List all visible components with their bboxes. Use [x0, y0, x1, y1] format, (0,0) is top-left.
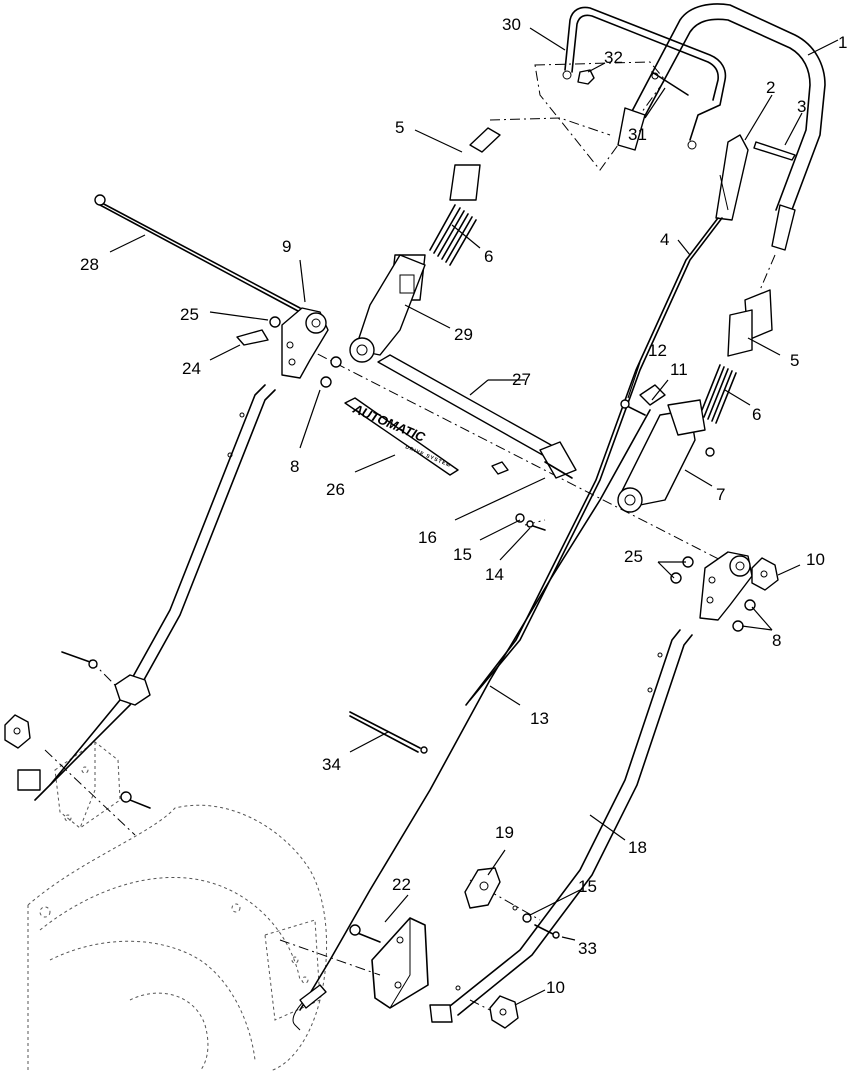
alignment-lines [44, 61, 776, 1021]
callout-4: 4 [660, 230, 669, 249]
control-bail [562, 6, 727, 150]
knob-19 [464, 867, 501, 909]
leader-lines [109, 27, 839, 1006]
bracket-11 [639, 384, 666, 406]
callout-10-lower: 10 [546, 978, 565, 997]
washer-15-center [515, 513, 525, 523]
control-cable [292, 409, 651, 1031]
bolt-33 [534, 924, 560, 939]
pin-31 [651, 71, 689, 96]
washer-15-lower [522, 913, 532, 923]
cable-lever [715, 134, 749, 221]
callout-13: 13 [530, 709, 549, 728]
right-deck-bracket [371, 917, 429, 1009]
callout-labels: 1 2 3 4 5 5 6 6 7 8 8 9 10 10 11 12 13 1… [80, 15, 847, 997]
spring-6-left [429, 204, 477, 266]
callout-25-left: 25 [180, 305, 199, 324]
callout-29: 29 [454, 325, 473, 344]
callout-11: 11 [670, 360, 688, 379]
bracket-left-knob [114, 674, 151, 706]
knob-10-upper [751, 557, 779, 591]
callout-34: 34 [322, 755, 341, 774]
bolt-left-lower [61, 651, 98, 669]
upper-handle [617, 3, 826, 251]
pin-3 [753, 141, 796, 161]
callout-15-center: 15 [453, 545, 472, 564]
left-deck-bracket [54, 741, 121, 829]
callout-6-left: 6 [484, 247, 493, 266]
callout-14: 14 [485, 565, 504, 584]
decal-brand-text: AUTOMATIC [350, 401, 428, 445]
callout-27: 27 [512, 370, 531, 389]
callout-1: 1 [838, 33, 847, 52]
callout-30: 30 [502, 15, 521, 34]
nut-8-left [320, 356, 342, 388]
decal-subtitle-text: DRIVE SYSTEM [404, 444, 452, 469]
spring-6-right [699, 364, 737, 424]
right-lower-tube [429, 629, 693, 1023]
callout-25-right: 25 [624, 547, 643, 566]
clip-24 [236, 329, 269, 346]
upper-right-tube [617, 289, 773, 513]
callout-28: 28 [80, 255, 99, 274]
pin-16 [544, 461, 573, 479]
callout-15-lower: 15 [578, 877, 597, 896]
callout-16: 16 [418, 528, 437, 547]
bolt-22 [349, 924, 381, 943]
callout-7: 7 [716, 485, 725, 504]
drive-cable [465, 217, 723, 706]
bolt-12 [620, 399, 646, 416]
nut-32 [577, 69, 595, 85]
callout-18: 18 [628, 838, 647, 857]
left-bracket-9 [281, 307, 329, 379]
callout-9: 9 [282, 237, 291, 256]
callout-6-right: 6 [752, 405, 761, 424]
crossbar-27 [377, 354, 577, 479]
mower-deck-outline [27, 804, 328, 1071]
callout-5-left: 5 [395, 118, 404, 137]
callout-12: 12 [648, 341, 667, 360]
callout-24: 24 [182, 359, 201, 378]
bolt-25-right [670, 556, 694, 584]
upper-left-tube [349, 127, 501, 363]
callout-26: 26 [326, 480, 345, 499]
rod-28 [94, 194, 301, 312]
clip-34 [349, 711, 428, 754]
callout-2: 2 [766, 78, 775, 97]
knob-10-lower [489, 995, 519, 1029]
callout-8-right: 8 [772, 631, 781, 650]
callout-3: 3 [797, 97, 806, 116]
bolt-14 [526, 520, 546, 531]
decal-26: AUTOMATIC DRIVE SYSTEM [344, 397, 459, 476]
callout-10-upper: 10 [806, 550, 825, 569]
callout-19: 19 [495, 823, 514, 842]
left-lower-tube [17, 384, 276, 801]
callout-22: 22 [392, 875, 411, 894]
callout-32: 32 [604, 48, 623, 67]
bolt-25-left [269, 316, 281, 328]
bolt-left-deck [120, 791, 151, 809]
callout-31: 31 [628, 125, 647, 144]
callout-33: 33 [578, 939, 597, 958]
knob-left-lower [4, 714, 31, 749]
right-bracket [699, 551, 753, 621]
callout-5-right: 5 [790, 351, 799, 370]
callout-8-left: 8 [290, 457, 299, 476]
